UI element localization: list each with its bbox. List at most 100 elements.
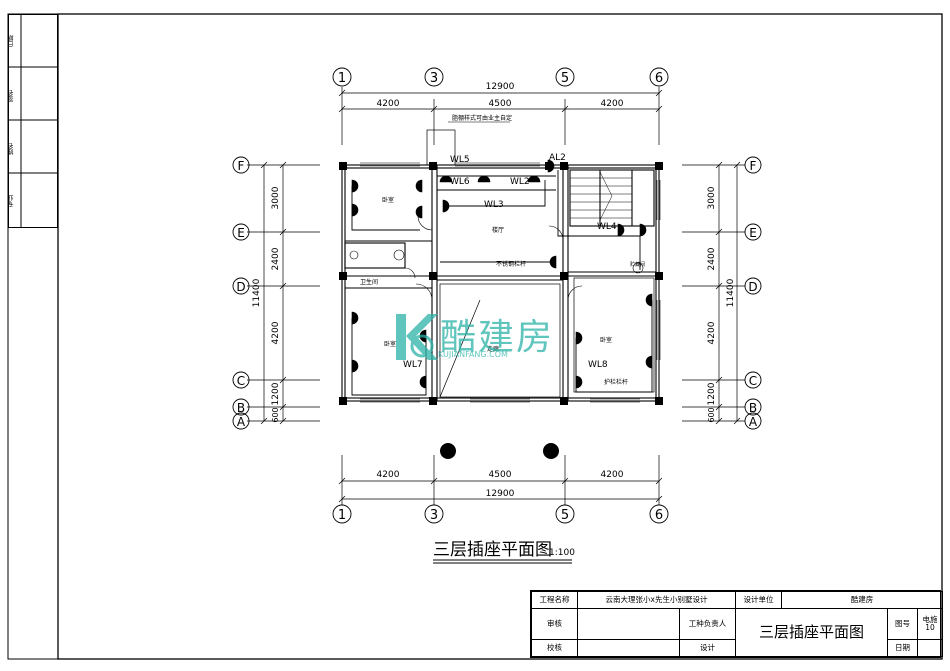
stair-treads [570, 171, 632, 221]
left-axis-bubbles [232, 156, 250, 430]
circuit-wl6: WL6 [450, 177, 470, 187]
axis-left-E: E [237, 226, 245, 240]
drawing-title: 三层插座平面图 [433, 540, 552, 560]
axis-left-B: B [237, 401, 245, 415]
room-corridor: 走廊 [487, 345, 499, 353]
circuit-wl3: WL3 [484, 200, 504, 210]
title-block: 工程名称 云南大理张小x先生小别墅设计 设计单位 酷建房 审核 工种负责人 三层… [530, 590, 944, 658]
top-dim-1: 4200 [377, 99, 400, 109]
tb-check-label: 校核 [531, 639, 578, 657]
axis-left-C: C [237, 374, 245, 388]
room-bedroom-sw: 卧室 [384, 340, 396, 348]
room-bedroom-e: 卧室 [600, 336, 612, 344]
circuit-wl5: WL5 [450, 155, 470, 165]
circuit-wl7: WL7 [403, 360, 423, 370]
axis-right-A: A [749, 415, 758, 429]
toilet-fixtures [349, 249, 644, 274]
tb-check-value [577, 639, 680, 657]
left-dim-5: 600 [271, 407, 280, 422]
circuit-wl8: WL8 [588, 360, 608, 370]
right-dim-2: 2400 [707, 247, 717, 270]
bottom-axis-bubbles [332, 504, 669, 524]
tb-review-value [577, 607, 680, 641]
top-dimensions [338, 87, 663, 145]
right-axis-bubbles [744, 156, 762, 430]
watermark-logo: 酷建房 KUJIANFANG.COM [392, 312, 564, 364]
building-walls [341, 164, 660, 402]
left-dimensions [247, 161, 320, 425]
right-dim-4: 1200 [707, 382, 717, 405]
tb-design-unit-value: 酷建房 [781, 591, 944, 609]
left-dim-1: 3000 [271, 186, 281, 209]
axis-left-F: F [238, 159, 245, 173]
room-toilet: 卫生间 [360, 278, 378, 286]
axis-top-5: 5 [561, 71, 569, 86]
left-dim-2: 2400 [271, 247, 281, 270]
left-dim-3: 4200 [271, 321, 281, 344]
axis-top-1: 1 [338, 71, 346, 86]
inner-frame [57, 13, 943, 660]
axis-bottom-5: 5 [561, 508, 569, 523]
front-column-left [440, 443, 456, 459]
bottom-dimensions [338, 455, 663, 505]
axis-bottom-6: 6 [655, 508, 663, 523]
tb-drawing-name: 三层插座平面图 [735, 607, 889, 658]
axis-top-3: 3 [430, 71, 438, 86]
tb-drawing-no-value: 电施10 [917, 607, 944, 641]
tb-date-label: 日期 [887, 639, 919, 657]
top-total-dim: 12900 [486, 82, 515, 92]
drawing-scale: 1:100 [549, 548, 575, 558]
tb-review-label: 审核 [531, 607, 578, 641]
note-text: 脂棚样式可由业主自定 [452, 114, 512, 122]
axis-top-6: 6 [655, 71, 663, 86]
right-dim-5: 600 [707, 407, 716, 422]
right-total-dim: 11400 [726, 278, 736, 307]
watermark-url: KUJIANFANG.COM [438, 350, 508, 359]
tb-drawing-no-label: 图号 [887, 607, 919, 641]
windows [360, 162, 661, 403]
bottom-dim-2: 4500 [489, 470, 512, 480]
circuit-al2: AL2 [549, 153, 566, 163]
bottom-dim-3: 4200 [601, 470, 624, 480]
right-dim-3: 4200 [707, 321, 717, 344]
watermark-brand: 酷建房 [440, 317, 555, 358]
axis-bottom-3: 3 [430, 508, 438, 523]
axis-right-C: C [749, 374, 757, 388]
axis-left-A: A [237, 415, 246, 429]
left-dim-4: 1200 [271, 382, 281, 405]
room-bedroom-nw: 卧室 [382, 196, 394, 204]
top-axis-bubbles [332, 67, 669, 87]
circuit-wl4: WL4 [597, 222, 617, 232]
room-store: 贮藏间 [630, 261, 645, 268]
circuit-wires [351, 170, 653, 396]
tb-design-unit-label: 设计单位 [735, 591, 783, 609]
tb-project-label: 工程名称 [531, 591, 578, 609]
doors [404, 215, 583, 301]
kujianfang-k-icon [396, 314, 438, 360]
right-dim-1: 3000 [707, 186, 717, 209]
note-box [426, 129, 456, 166]
axis-right-E: E [749, 226, 757, 240]
bottom-dim-1: 4200 [377, 470, 400, 480]
axis-right-B: B [749, 401, 757, 415]
tb-owner-label: 工种负责人 [678, 607, 737, 641]
room-living: 楼厅 [492, 226, 504, 234]
tb-design-label: 设计 [678, 639, 737, 657]
tb-project-value: 云南大理张小x先生小别墅设计 [576, 591, 737, 609]
socket-symbols [351, 159, 653, 389]
axis-left-D: D [236, 280, 245, 294]
top-dim-2: 4500 [489, 99, 512, 109]
bottom-total-dim: 12900 [486, 489, 515, 499]
left-total-dim: 11400 [252, 278, 262, 307]
label-rail: 不锈钢栏杆 [496, 260, 526, 268]
axis-bottom-1: 1 [338, 508, 346, 523]
axis-right-F: F [750, 159, 757, 173]
label-guard-rail: 护栏栏杆 [604, 378, 628, 386]
axis-right-D: D [748, 280, 757, 294]
circuit-wl2: WL2 [510, 177, 530, 187]
right-dimensions [682, 161, 745, 425]
front-column-right [543, 443, 559, 459]
top-dim-3: 4200 [601, 99, 624, 109]
tb-date-value [917, 639, 944, 657]
